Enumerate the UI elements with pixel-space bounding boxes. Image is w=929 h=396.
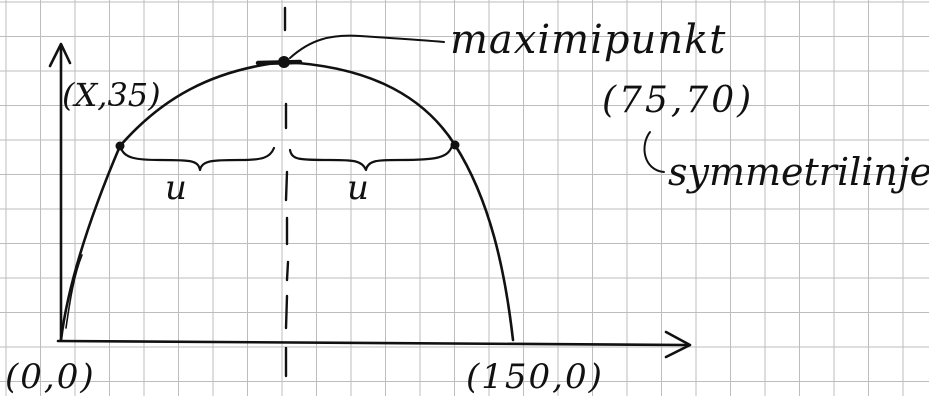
- origin-label: (0,0): [5, 357, 96, 396]
- x-axis-arrowhead: [664, 330, 692, 359]
- right-brace: [288, 144, 454, 172]
- sketch-stroke: [65, 254, 83, 329]
- right-point-dot: [450, 140, 460, 150]
- left-distance-label: u: [165, 168, 187, 208]
- symmetry-hook: [643, 131, 665, 173]
- left-brace: [119, 146, 276, 172]
- maximum-point-label: (75,70): [602, 80, 754, 121]
- right-distance-label: u: [347, 168, 369, 208]
- symmetry-line: [283, 6, 290, 378]
- left-point-dot: [115, 141, 125, 151]
- symmetry-label: symmetrilinje: [668, 150, 929, 194]
- maximum-point-dot: [278, 56, 290, 68]
- axes: [48, 42, 692, 359]
- x-axis: [56, 339, 690, 347]
- maximum-connector: [289, 34, 445, 59]
- left-point-label: (X,35): [62, 76, 161, 114]
- maximum-label: maximipunkt: [450, 17, 726, 63]
- y-axis-arrowhead: [48, 42, 72, 68]
- end-point-label: (150,0): [466, 357, 604, 396]
